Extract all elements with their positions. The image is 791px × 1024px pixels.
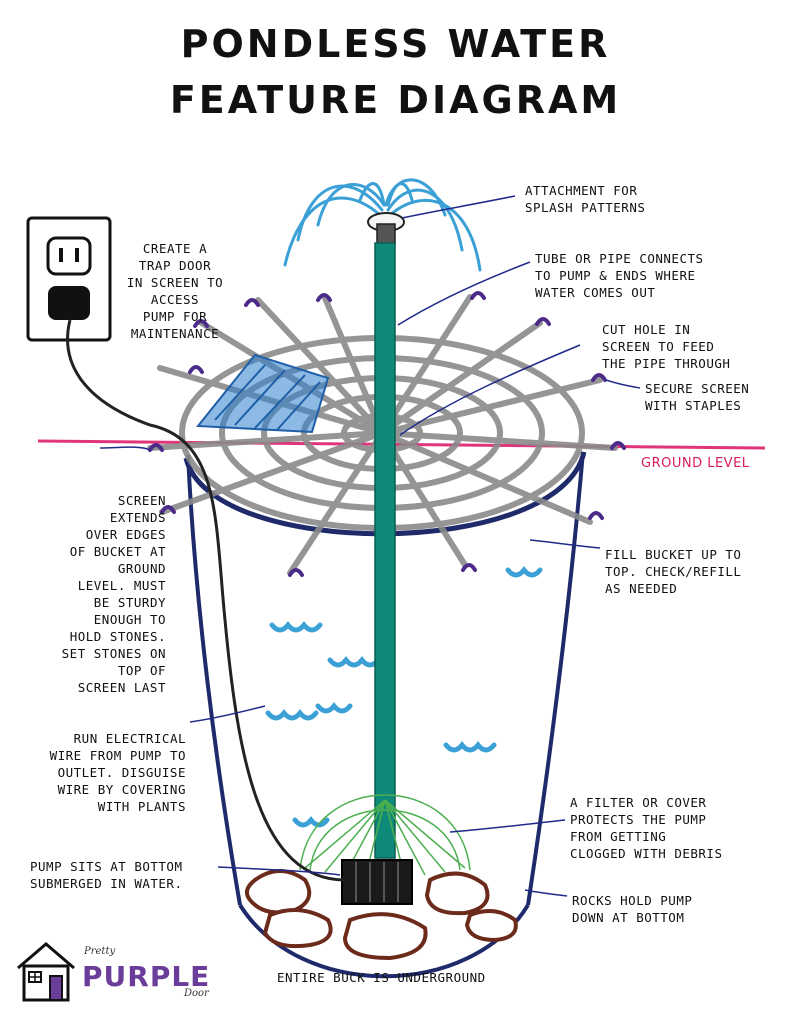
water-waves	[265, 566, 543, 828]
rocks	[244, 869, 518, 961]
trap-door-hatching	[214, 364, 321, 431]
label-electrical: RUN ELECTRICAL WIRE FROM PUMP TO OUTLET.…	[49, 731, 186, 814]
label-rocks: ROCKS HOLD PUMP DOWN AT BOTTOM	[572, 893, 693, 925]
label-ground-level: GROUND LEVEL	[641, 456, 750, 471]
filter-cover	[299, 794, 471, 879]
pump-ridges	[355, 862, 399, 902]
title-line-1: PONDLESS WATER	[180, 22, 611, 66]
bucket-wall-right	[526, 451, 585, 906]
staples	[148, 291, 626, 577]
house-icon	[17, 942, 75, 1002]
plug	[48, 286, 90, 320]
leader-lines	[99, 195, 641, 897]
outlet-socket-top	[46, 236, 92, 276]
nozzle-neck	[376, 223, 396, 245]
label-attachment: ATTACHMENT FOR SPLASH PATTERNS	[525, 183, 646, 215]
label-screen-extends: SCREEN EXTENDS OVER EDGES OF BUCKET AT G…	[61, 493, 166, 695]
label-tube: TUBE OR PIPE CONNECTS TO PUMP & ENDS WHE…	[535, 251, 704, 300]
label-underground: ENTIRE BUCK IS UNDERGROUND	[277, 970, 486, 985]
title-line-2: FEATURE DIAGRAM	[169, 78, 622, 122]
pretty-purple-door-logo: Pretty PURPLE Door	[14, 938, 214, 1008]
pipe	[374, 242, 396, 859]
label-filter: A FILTER OR COVER PROTECTS THE PUMP FROM…	[570, 795, 723, 861]
logo-purple: PURPLE	[82, 960, 211, 993]
pump	[341, 859, 413, 905]
electrical-wire	[66, 319, 346, 882]
bucket-wall-left	[186, 454, 242, 906]
label-cut-hole: CUT HOLE IN SCREEN TO FEED THE PIPE THRO…	[602, 322, 731, 371]
label-fill-bucket: FILL BUCKET UP TO TOP. CHECK/REFILL AS N…	[605, 547, 742, 596]
label-trap-door: CREATE A TRAP DOOR IN SCREEN TO ACCESS P…	[126, 241, 224, 341]
logo-pretty: Pretty	[84, 946, 116, 957]
splash-spray	[283, 178, 482, 272]
logo-door: Door	[184, 988, 209, 999]
label-pump: PUMP SITS AT BOTTOM SUBMERGED IN WATER.	[30, 859, 183, 891]
label-staples: SECURE SCREEN WITH STAPLES	[645, 381, 750, 413]
